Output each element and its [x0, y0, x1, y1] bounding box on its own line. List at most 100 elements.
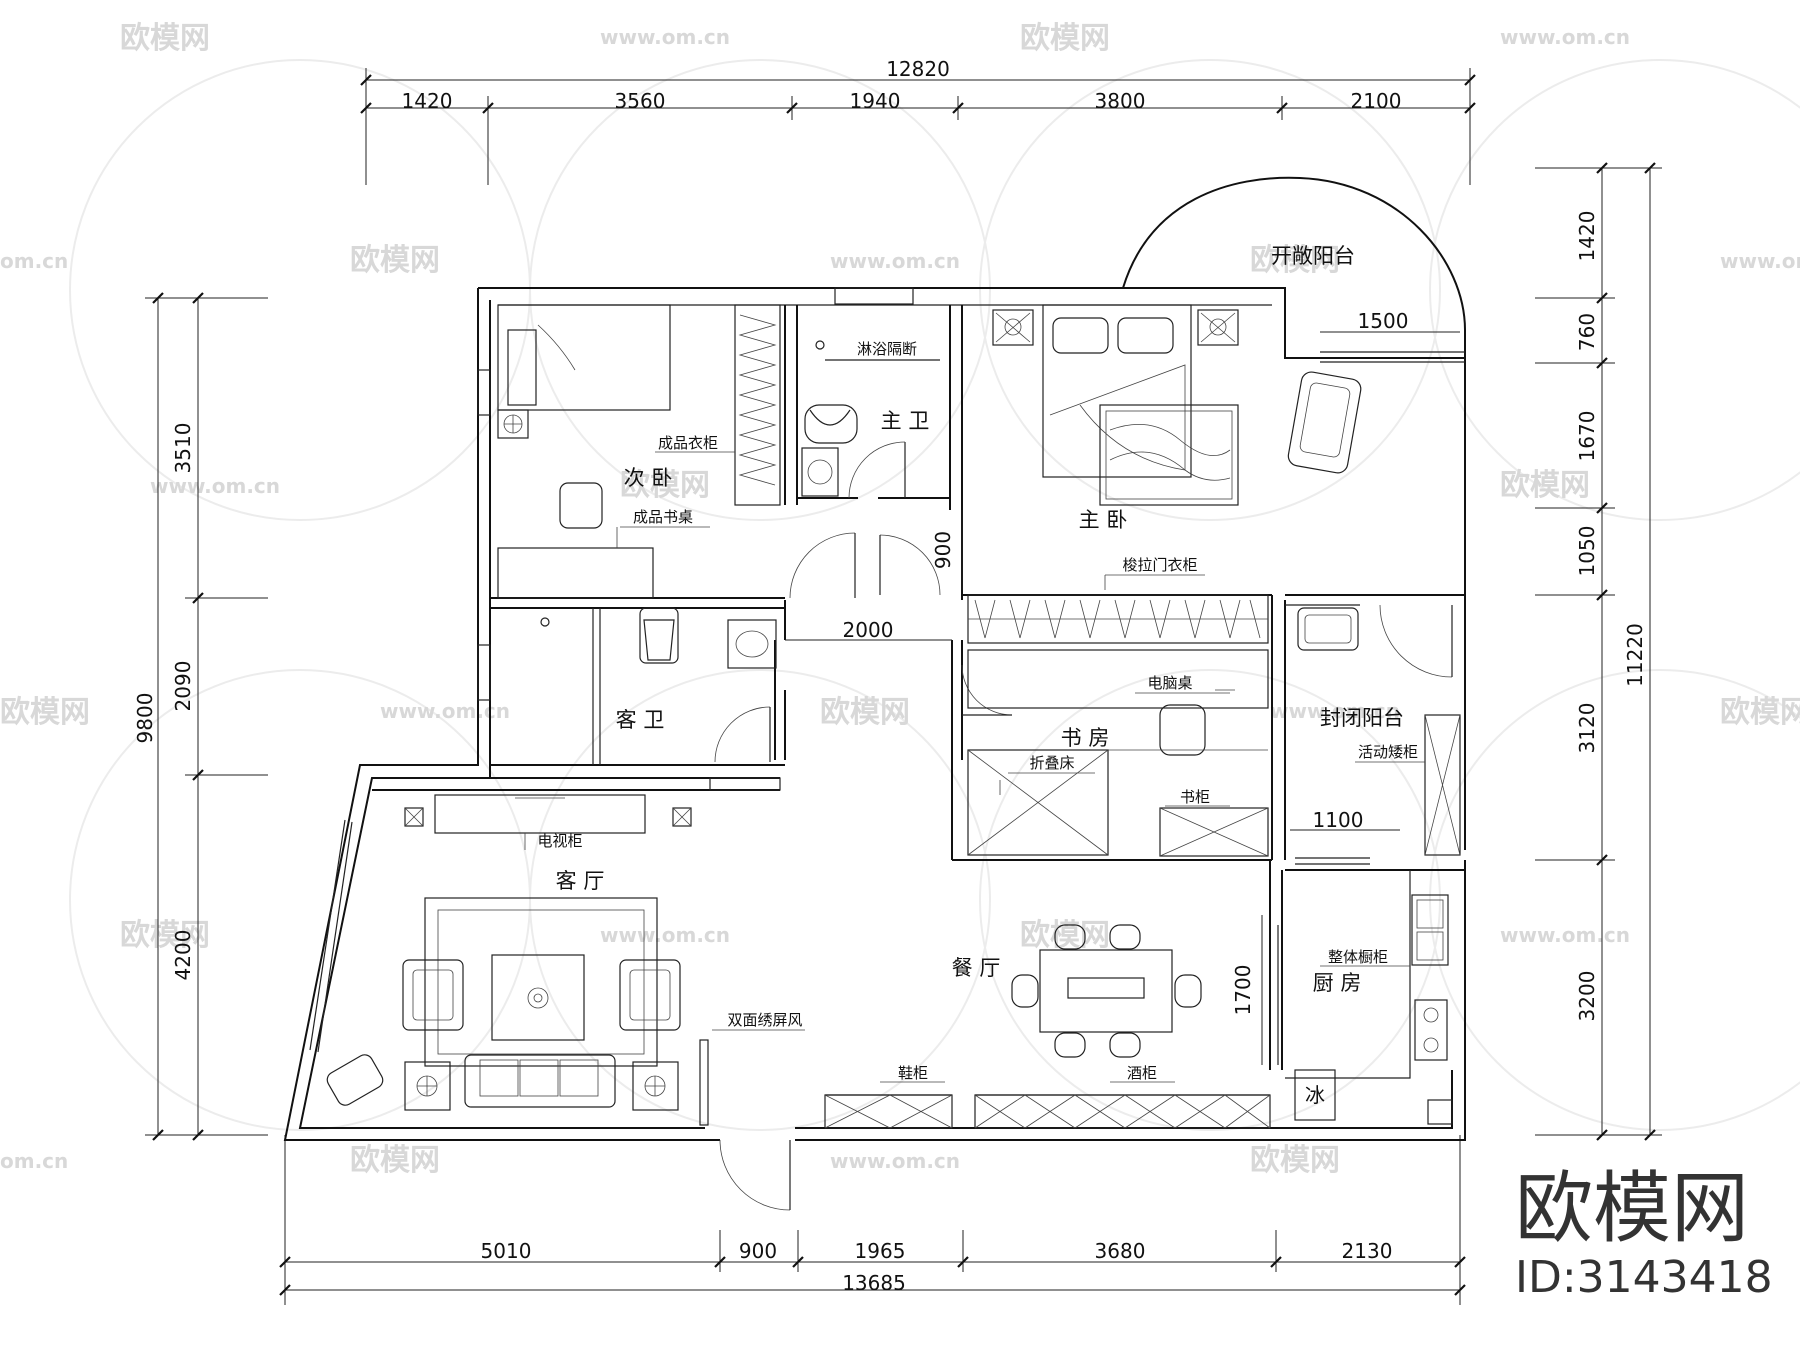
watermark-logo: 欧模网: [1720, 695, 1800, 730]
dim-top-seg: 3800: [1095, 89, 1146, 113]
dim-left-seg: 3510: [171, 423, 195, 474]
left-dimension-chain: 9800 3510 2090 4200: [133, 292, 268, 1141]
dim-right-seg: 1420: [1575, 211, 1599, 262]
top-dimension-chain: 12820 1420 3560 1940 3800 2100: [360, 57, 1476, 185]
study-furniture: [967, 649, 1269, 857]
watermark-url: om.cn: [0, 249, 68, 273]
room-guest-bath: 客 卫: [616, 708, 665, 732]
watermark-layer: 欧模网 欧模网 www.om.cn www.om.cn 欧模网 欧模网 om.c…: [0, 21, 1800, 1178]
room-names: 次 卧 主 卫 主 卧 开敞阳台 客 卫 书 房 封闭阳台 客 厅 餐 厅 厨 …: [556, 244, 1404, 995]
watermark-logo: 欧模网: [1500, 468, 1590, 503]
label-shoe-cabinet: 鞋柜: [898, 1064, 928, 1082]
watermark-url: www.om.cn: [600, 923, 730, 947]
label-movable-cabinet: 活动矮柜: [1358, 743, 1418, 761]
watermark-url: www.om.cn: [830, 1149, 960, 1173]
dim-right-seg: 1050: [1575, 526, 1599, 577]
room-closed-balcony: 封闭阳台: [1320, 706, 1404, 730]
dim-bottom-seg: 3680: [1095, 1239, 1146, 1263]
watermark-url: www.om.cn: [1500, 25, 1630, 49]
watermark-url: www.om.cn: [1500, 923, 1630, 947]
master-bath-fixtures: [801, 340, 940, 497]
label-wine-cabinet: 酒柜: [1127, 1064, 1157, 1082]
watermark-url: www.om.cn: [1720, 249, 1800, 273]
brand-id: ID:3143418: [1515, 1252, 1773, 1303]
closed-balcony-furniture: [1297, 607, 1461, 856]
door-swings: [714, 351, 1465, 1211]
label-folding-bed: 折叠床: [1029, 754, 1074, 772]
label-kitchen-cabinet: 整体橱柜: [1328, 948, 1388, 966]
dim-right-seg: 1670: [1575, 411, 1599, 462]
watermark-logo: 欧模网: [120, 918, 210, 953]
watermark-logo: 欧模网: [1020, 918, 1110, 953]
exterior-walls: [283, 176, 1466, 1141]
watermark-url: www.om.cn: [380, 699, 510, 723]
watermark-logo: 欧模网: [1020, 21, 1110, 56]
dim-right-seg: 760: [1575, 313, 1599, 351]
watermark-logo: 欧模网: [120, 21, 210, 56]
room-living-room: 客 厅: [556, 869, 605, 893]
label-desk: 成品书桌: [633, 508, 693, 526]
dim-bottom-seg: 900: [739, 1239, 777, 1263]
watermark-url: www.om.cn: [600, 25, 730, 49]
label-wardrobe: 成品衣柜: [658, 434, 718, 452]
watermark-url: www.om.cn: [830, 249, 960, 273]
dim-inner-900: 900: [931, 531, 955, 569]
dim-right-seg: 3200: [1575, 971, 1599, 1022]
label-double-screen: 双面绣屏风: [727, 1011, 802, 1029]
dim-inner-1700: 1700: [1231, 965, 1255, 1016]
right-dimension-chain: 1420 760 1670 1050 3120 3200 11220: [1535, 162, 1662, 1141]
dim-bottom-seg: 5010: [481, 1239, 532, 1263]
label-fridge: 冰: [1305, 1083, 1325, 1107]
dim-top-seg: 1940: [850, 89, 901, 113]
dim-top-total: 12820: [886, 57, 950, 81]
room-dining-room: 餐 厅: [952, 956, 1001, 980]
dim-top-seg: 2100: [1351, 89, 1402, 113]
watermark-logo: 欧模网: [820, 695, 910, 730]
living-room-furniture: [326, 794, 709, 1126]
room-kitchen: 厨 房: [1313, 971, 1362, 995]
dim-inner-1500: 1500: [1358, 309, 1409, 333]
dim-top-seg: 3560: [615, 89, 666, 113]
sliding-wardrobe: [967, 594, 1269, 644]
watermark-logo: 欧模网: [620, 468, 710, 503]
dim-left-seg: 2090: [171, 661, 195, 712]
brand-block: 欧模网 ID:3143418: [1515, 1164, 1773, 1303]
dim-right-seg: 3120: [1575, 703, 1599, 754]
watermark-logo: 欧模网: [0, 695, 90, 730]
watermark-url: www.om.cn: [1270, 699, 1400, 723]
watermark-logo: 欧模网: [1250, 1143, 1340, 1178]
label-sliding-wardrobe: 梭拉门衣柜: [1122, 556, 1197, 574]
kitchen-furniture: [1285, 870, 1453, 1125]
dim-right-total: 11220: [1623, 623, 1647, 687]
dim-inner-1100: 1100: [1313, 808, 1364, 832]
inner-dimensions: 2000 900 1500 1100 1700: [785, 309, 1460, 1065]
guest-bath-fixtures: [540, 607, 777, 669]
dim-inner-2000: 2000: [843, 618, 894, 642]
label-tv-cabinet: 电视柜: [537, 832, 582, 850]
furniture-labels: 成品衣柜 成品书桌 淋浴隔断 梭拉门衣柜 电脑桌 折叠床 书柜 活动矮柜 电视柜…: [524, 340, 1425, 1107]
label-shower-partition: 淋浴隔断: [857, 340, 917, 358]
second-bedroom-furniture: [497, 304, 781, 599]
dim-left-total: 9800: [133, 693, 157, 744]
label-computer-desk: 电脑桌: [1147, 674, 1192, 692]
watermark-logo: 欧模网: [1250, 243, 1340, 278]
label-bookcase: 书柜: [1180, 788, 1210, 806]
room-second-bedroom: 次 卧: [624, 466, 673, 490]
room-open-balcony: 开敞阳台: [1271, 244, 1355, 268]
room-master-bedroom: 主 卧: [1079, 508, 1128, 532]
dim-bottom-seg: 1965: [855, 1239, 906, 1263]
room-study: 书 房: [1061, 726, 1110, 750]
room-master-bath: 主 卫: [881, 409, 930, 433]
watermark-logo: 欧模网: [350, 243, 440, 278]
watermark-url: om.cn: [0, 1149, 68, 1173]
dim-top-seg: 1420: [402, 89, 453, 113]
dim-bottom-total: 13685: [842, 1271, 906, 1295]
watermark-url: www.om.cn: [150, 474, 280, 498]
master-bedroom-furniture: [992, 304, 1362, 506]
dim-left-seg: 4200: [171, 930, 195, 981]
watermark-logo: 欧模网: [350, 1143, 440, 1178]
brand-logo-text: 欧模网: [1515, 1164, 1749, 1254]
dining-furniture: [824, 924, 1271, 1129]
dim-bottom-seg: 2130: [1342, 1239, 1393, 1263]
